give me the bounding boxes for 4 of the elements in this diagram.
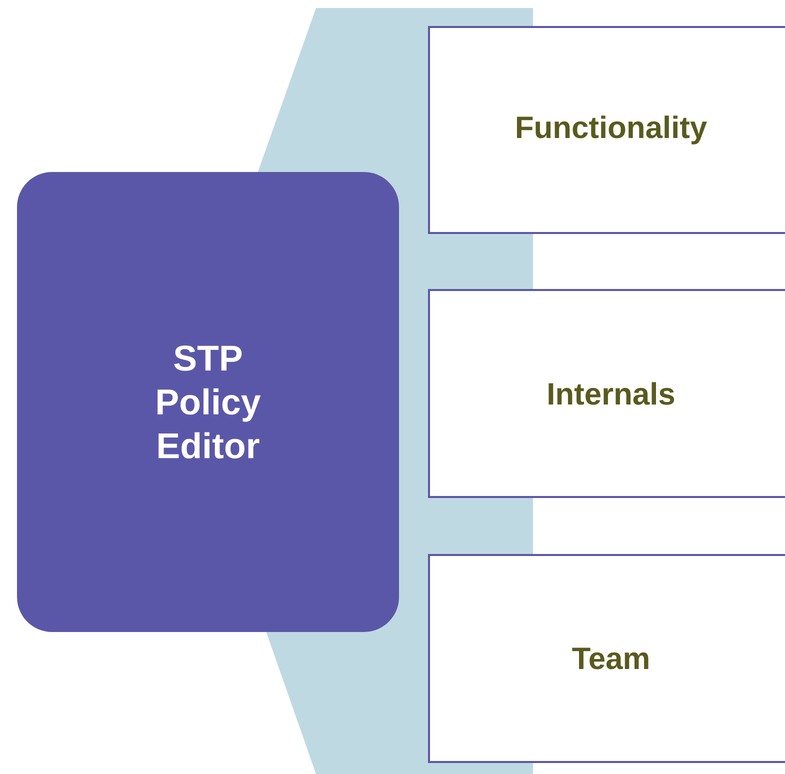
topic-box: Team [428,554,785,763]
process-box: STP Policy Editor [17,172,399,632]
topic-box: Functionality [428,26,785,234]
topic-box: Internals [428,289,785,498]
